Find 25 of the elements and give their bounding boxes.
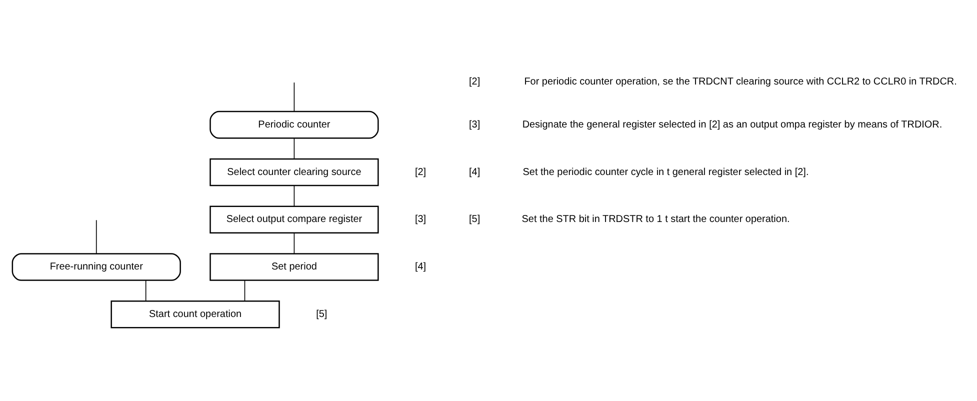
connector	[294, 185, 295, 207]
node-box: Select counter clearing source	[210, 158, 379, 186]
label: Set the periodic counter cycle in t general register selected in [2].	[522, 166, 809, 178]
node-label: [5]	[316, 308, 328, 320]
connector	[244, 280, 246, 302]
label: [2]	[469, 76, 480, 88]
node-label: [2]	[415, 166, 426, 178]
node-box: Select output compare register	[210, 206, 379, 234]
label: Designate the general register selected in [2] as an output ompa register by means of TRDIOR.	[522, 119, 942, 130]
label: [3]	[469, 119, 480, 130]
node-box: Start count operation	[110, 300, 280, 328]
node-box: Set period	[210, 253, 379, 281]
connector	[294, 232, 295, 254]
label: Set the STR bit in TRDSTR to 1 t start the counter operation.	[522, 214, 790, 226]
label: [5]	[469, 214, 480, 226]
node-box: Free-running counter	[12, 253, 181, 281]
label: [4]	[469, 166, 480, 178]
node-box: Periodic counter	[210, 110, 379, 139]
connector	[294, 138, 295, 160]
connector	[96, 220, 97, 254]
node-label: [4]	[415, 262, 426, 273]
connector	[145, 280, 146, 302]
node-label: [3]	[415, 214, 426, 226]
connector	[294, 82, 295, 112]
label: For periodic counter operation, se the TRDCNT clearing source with CCLR2 to CCLR0 in TRDCR.	[524, 76, 957, 88]
